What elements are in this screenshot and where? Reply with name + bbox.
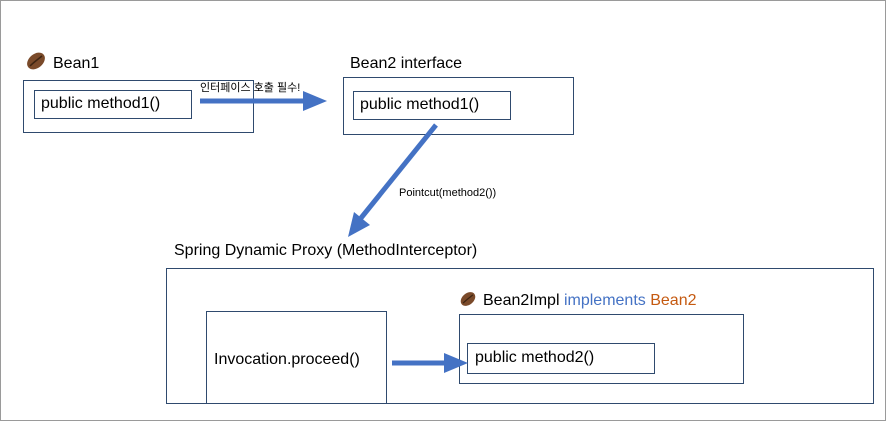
- arrow-bean1-to-interface: [200, 91, 327, 111]
- bean1-method-box: [34, 90, 192, 119]
- invocation-box: [206, 311, 387, 404]
- bean2-interface-ref: Bean2: [650, 292, 697, 309]
- interface-call-note: 인터페이스 호출 필수!: [200, 82, 301, 94]
- bean2impl-method-box: [467, 343, 655, 374]
- coffee-bean-icon: [27, 52, 45, 70]
- implements-keyword: implements: [563, 292, 646, 309]
- bean2impl-name: Bean2Impl: [483, 292, 560, 309]
- pointcut-label: Pointcut(method2()): [399, 187, 497, 199]
- bean2-interface-method-box: [353, 91, 511, 120]
- arrow-invocation-to-impl: [392, 353, 468, 373]
- bean1-title-text: Bean1: [53, 55, 100, 72]
- bean2-interface-title: Bean2 interface: [350, 55, 463, 72]
- bean2-interface-method-text: public method1(): [360, 96, 480, 113]
- invocation-text: Invocation.proceed(): [214, 351, 360, 368]
- bean1-method-text: public method1(): [41, 95, 161, 112]
- bean2impl-title: Bean2Impl implements Bean2: [459, 290, 696, 311]
- proxy-title: Spring Dynamic Proxy (MethodInterceptor): [174, 242, 478, 259]
- bean2impl-method-text: public method2(): [475, 349, 595, 366]
- bean1-title: Bean1: [25, 51, 99, 74]
- arrow-interface-to-proxy: [348, 123, 438, 237]
- coffee-bean-icon: [460, 292, 476, 306]
